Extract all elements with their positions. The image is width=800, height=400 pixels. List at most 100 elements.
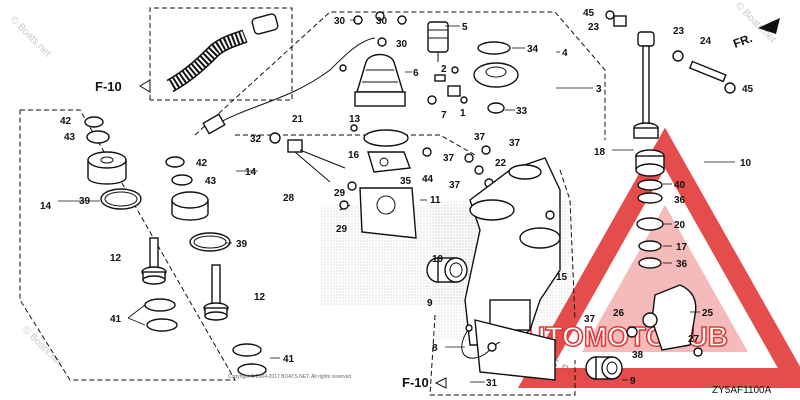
- frame-mid: [235, 134, 476, 156]
- main-housing: [464, 157, 561, 381]
- callout: 12: [254, 292, 266, 303]
- callout: 37: [509, 138, 521, 149]
- callout: 12: [110, 253, 122, 264]
- callout: 25: [702, 308, 714, 319]
- callout: 23: [673, 26, 685, 37]
- callout: 29: [334, 188, 346, 199]
- callout: 11: [430, 195, 441, 206]
- screws-29: [339, 147, 432, 210]
- callout: 5: [462, 22, 468, 33]
- callout: 20: [674, 220, 686, 231]
- callout: 37: [584, 314, 596, 325]
- callout: 30: [396, 39, 408, 50]
- frame-bottom: [429, 314, 576, 396]
- leader-lines: [58, 19, 735, 383]
- hose-fitting: [465, 324, 473, 332]
- oil-seal: [426, 257, 468, 283]
- callout: 17: [676, 242, 688, 253]
- callout: 36: [676, 259, 688, 270]
- trim-cylinder: [626, 284, 703, 357]
- connector: [202, 113, 226, 135]
- callout: 32: [250, 134, 262, 145]
- frame-right: [559, 169, 576, 321]
- frame-left: [19, 109, 236, 381]
- ref-arrow-icon: [139, 79, 151, 93]
- callout: 30: [376, 16, 388, 27]
- callout: 8: [432, 343, 438, 354]
- callout: 3: [596, 84, 602, 95]
- callout: 45: [583, 8, 595, 19]
- ref-label-top: F-10: [95, 79, 122, 94]
- callout: 39: [79, 196, 91, 207]
- callout: 37: [443, 153, 455, 164]
- callout: 29: [336, 224, 348, 235]
- fitting: [487, 342, 497, 352]
- callout: 37: [474, 132, 486, 143]
- callout: 7: [441, 110, 447, 121]
- cylinder-cap-left: [84, 116, 142, 210]
- callout: 45: [742, 84, 754, 95]
- callout: 6: [413, 68, 419, 79]
- callout: 43: [64, 132, 76, 143]
- trim-rod-assembly: [633, 31, 665, 269]
- callout: 14: [245, 167, 257, 178]
- callout: 9: [427, 298, 433, 309]
- callout-labels: 30 30 30 5 45 23 23 24 45 34 4 2 6 3 7 1…: [40, 8, 754, 389]
- callout: 41: [110, 314, 122, 325]
- callout: 13: [349, 114, 361, 125]
- callout: 38: [632, 350, 644, 361]
- pump-assembly: [427, 21, 449, 62]
- callout: 27: [688, 334, 700, 345]
- callout: 21: [292, 114, 304, 125]
- callout: 33: [516, 106, 528, 117]
- power-cable: [214, 37, 376, 126]
- bolts-37: [464, 145, 494, 188]
- callout: 14: [40, 201, 52, 212]
- callout: 24: [700, 36, 712, 47]
- callout: 43: [205, 176, 217, 187]
- callout: 42: [196, 158, 208, 169]
- reservoir-cap: [473, 41, 519, 114]
- watermark: © Boats.net: [8, 14, 53, 59]
- callout: 35: [400, 176, 412, 187]
- callout: 2: [441, 64, 447, 75]
- callout: 19: [432, 254, 444, 265]
- cylinder-cap-center: [165, 156, 231, 252]
- callout: 4: [562, 48, 568, 59]
- callout: 37: [449, 180, 461, 191]
- callout: 10: [740, 158, 752, 169]
- diagram-code: ZY5AF1100A: [712, 385, 772, 396]
- callout: 30: [334, 16, 346, 27]
- frame-hose: [149, 7, 293, 101]
- callout: 1: [460, 108, 466, 119]
- callout: 28: [283, 193, 295, 204]
- front-marker: FR.: [731, 31, 754, 51]
- callout: 31: [486, 378, 498, 389]
- callout: 26: [613, 308, 625, 319]
- copyright-line: Copyright © 2004-2017 BOATS.NET. All rig…: [228, 373, 352, 380]
- callout: 18: [594, 147, 606, 158]
- valve-screw: [269, 132, 346, 183]
- oil-seal: [585, 356, 623, 380]
- callout: 9: [630, 376, 636, 387]
- callout: 40: [674, 180, 686, 191]
- ref-arrow-icon: [434, 377, 447, 389]
- front-arrow-icon: [758, 18, 780, 34]
- small-parts: [427, 66, 468, 105]
- watermark: © Boats.net: [20, 324, 65, 369]
- ref-label-bottom: F-10: [402, 375, 429, 390]
- callout: 23: [588, 22, 600, 33]
- frame-top: [194, 11, 606, 140]
- tilt-rod-center: [203, 264, 267, 377]
- callout: 36: [674, 195, 686, 206]
- gear-pump: [339, 124, 417, 239]
- callout: 44: [422, 174, 434, 185]
- callout: 39: [236, 239, 248, 250]
- callout: 34: [527, 44, 539, 55]
- callout: 42: [60, 116, 72, 127]
- callout: 16: [348, 150, 360, 161]
- screws-30: [339, 11, 407, 72]
- callout: 15: [556, 272, 568, 283]
